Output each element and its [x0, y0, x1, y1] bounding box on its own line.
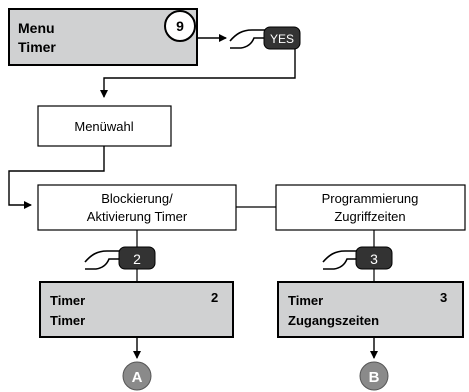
option-right-line1: Programmierung: [322, 191, 419, 206]
pointing-hand-icon: [84, 250, 125, 270]
display-left-number: 2: [211, 290, 218, 305]
option-left-line1: Blockierung/: [101, 191, 173, 206]
option-right-box: [275, 184, 466, 231]
connector-b: [359, 361, 389, 391]
display-right-line1: Timer: [288, 293, 323, 308]
menu-box-label: Menüwahl: [74, 119, 133, 134]
connector-menu-option: [8, 146, 105, 209]
connector-yes-menu: [100, 49, 296, 98]
display-right: [277, 281, 464, 338]
connector-b-label: B: [369, 369, 380, 386]
key-3[interactable]: [355, 246, 393, 270]
top-display-line2: Timer: [18, 39, 56, 55]
connector-a: [122, 361, 152, 391]
display-left-line1: Timer: [50, 293, 85, 308]
top-display: [8, 8, 198, 66]
key-2-label: 2: [133, 251, 141, 267]
connector-a-label: A: [132, 369, 143, 386]
key-3-label: 3: [370, 251, 378, 267]
option-right-line2: Zugriffzeiten: [334, 209, 405, 224]
step-badge-number: 9: [176, 18, 184, 34]
display-left-line2: Timer: [50, 313, 85, 328]
pointing-hand-icon: [229, 29, 270, 49]
yes-key-label: YES: [270, 32, 294, 46]
step-badge: [164, 10, 196, 42]
display-right-line2: Zugangszeiten: [288, 313, 379, 328]
yes-key[interactable]: [263, 26, 301, 50]
display-right-number: 3: [440, 290, 447, 305]
top-display-line1: Menu: [18, 20, 55, 36]
option-left-line2: Aktivierung Timer: [87, 209, 188, 224]
key-2[interactable]: [118, 246, 156, 270]
display-left: [39, 281, 234, 338]
